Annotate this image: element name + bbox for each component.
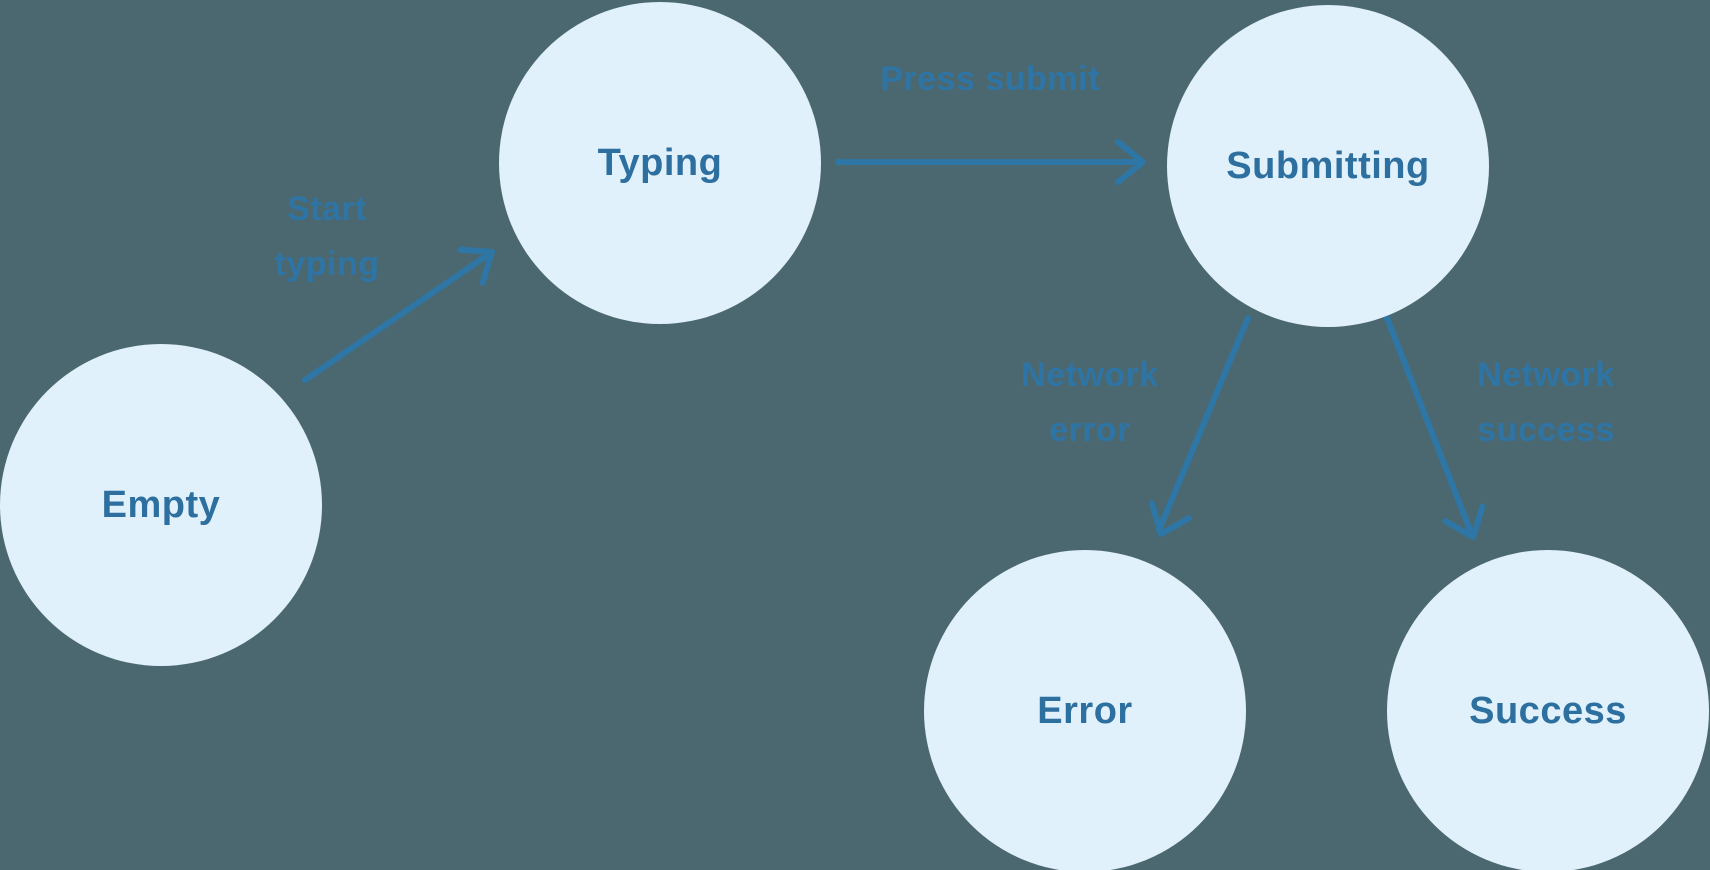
state-label-success: Success <box>1469 689 1627 732</box>
arrowhead-icon <box>457 246 495 286</box>
state-node-submitting: Submitting <box>1167 5 1489 327</box>
edge-arrow-submitting-success <box>1384 315 1486 540</box>
edge-label-start-typing: Start typing <box>274 190 380 283</box>
edge-label-network-error: Network error <box>1021 356 1159 449</box>
state-node-error: Error <box>924 550 1246 870</box>
state-label-error: Error <box>1037 689 1133 732</box>
state-node-empty: Empty <box>0 344 322 666</box>
edge-label-press-submit: Press submit <box>880 60 1100 98</box>
edge-arrow-typing-submitting <box>835 139 1146 185</box>
edge-shaft <box>1156 315 1251 533</box>
state-node-typing: Typing <box>499 2 821 324</box>
arrowhead-icon <box>1148 500 1192 537</box>
edge-arrow-empty-typing <box>302 246 495 383</box>
edge-arrow-submitting-error <box>1148 315 1251 537</box>
arrowhead-icon <box>1442 503 1486 540</box>
edge-shaft <box>1384 315 1473 533</box>
state-label-typing: Typing <box>597 141 723 184</box>
edge-shaft <box>302 251 492 383</box>
state-label-submitting: Submitting <box>1226 144 1430 187</box>
arrowhead-icon <box>1115 139 1146 185</box>
state-label-empty: Empty <box>101 483 221 526</box>
edge-label-network-success: Network success <box>1477 356 1615 449</box>
state-node-success: Success <box>1387 550 1709 870</box>
